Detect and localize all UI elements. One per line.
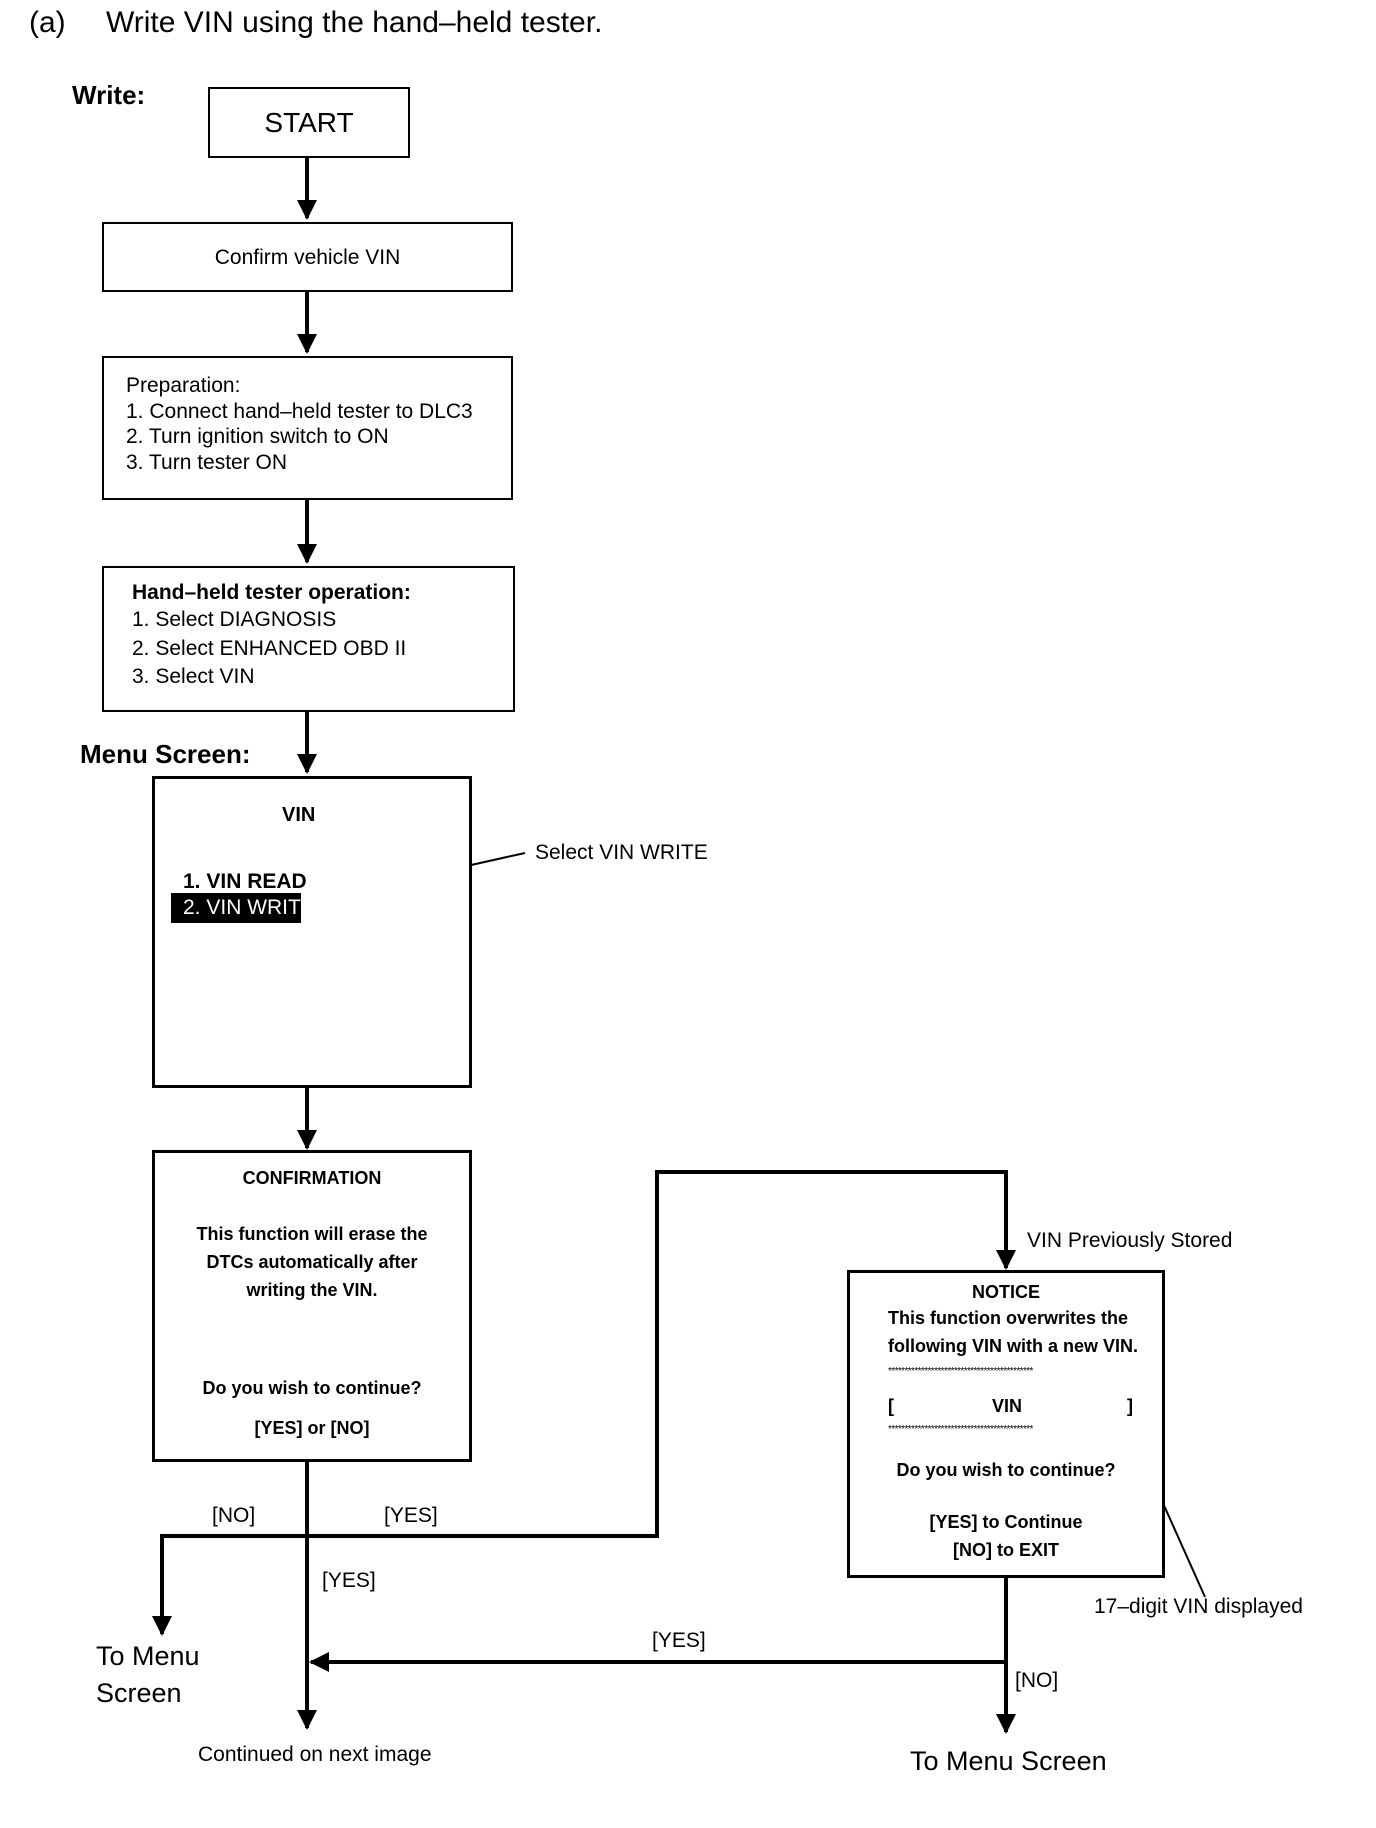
continued-next-image: Continued on next image <box>198 1743 432 1766</box>
menu-item-vin-read: 1. VIN READ <box>183 870 307 893</box>
menu-screen-node: VIN 1. VIN READ 2. VIN WRITE <box>152 776 472 1088</box>
arrow-yes-to-notice <box>307 1170 1016 1538</box>
to-menu-left-line1: To Menu <box>96 1641 200 1671</box>
to-menu-right: To Menu Screen <box>910 1746 1107 1776</box>
section-index: (a) <box>29 6 66 39</box>
notice-body-2: following VIN with a new VIN. <box>888 1336 1139 1356</box>
notice-no-down-label: [NO] <box>1015 1669 1059 1692</box>
write-label: Write: <box>72 80 146 110</box>
arrow-no-to-menu-left <box>152 1534 307 1636</box>
confirmation-question: Do you wish to continue? <box>202 1378 422 1398</box>
tester-operation-node: Hand–held tester operation: 1. Select DI… <box>102 566 515 712</box>
confirm-vin-node: Confirm vehicle VIN <box>102 222 513 292</box>
callout-17-digit-vin: 17–digit VIN displayed <box>1094 1595 1303 1618</box>
confirmation-body-2: DTCs automatically after <box>206 1252 418 1272</box>
branch-yes-label: [YES] <box>384 1504 438 1527</box>
tester-step-3: 3. Select VIN <box>132 665 255 688</box>
confirmation-options: [YES] or [NO] <box>254 1418 370 1438</box>
notice-bracket-left: [ <box>888 1396 894 1416</box>
preparation-title: Preparation: <box>126 374 241 397</box>
tester-operation-title: Hand–held tester operation: <box>132 581 411 604</box>
notice-body-1: This function overwrites the <box>888 1308 1129 1328</box>
notice-question: Do you wish to continue? <box>896 1460 1116 1480</box>
menu-title: VIN <box>282 804 316 826</box>
branch-yes-down-label: [YES] <box>322 1569 376 1592</box>
notice-vin: VIN <box>992 1396 1023 1416</box>
notice-node: NOTICE This function overwrites the foll… <box>847 1270 1165 1578</box>
vin-previously-stored-label: VIN Previously Stored <box>1027 1229 1233 1252</box>
preparation-node: Preparation: 1. Connect hand–held tester… <box>102 356 513 500</box>
confirmation-title: CONFIRMATION <box>242 1168 382 1188</box>
notice-bracket-right: ] <box>1127 1396 1133 1416</box>
branch-no-label: [NO] <box>212 1504 256 1527</box>
notice-title: NOTICE <box>971 1282 1040 1302</box>
preparation-step-1: 1. Connect hand–held tester to DLC3 <box>126 400 473 423</box>
start-node: START <box>208 87 410 158</box>
callout-select-vin-write: Select VIN WRITE <box>535 841 708 864</box>
notice-yes-back-label: [YES] <box>652 1629 706 1652</box>
start-label: START <box>264 107 354 138</box>
preparation-step-3: 3. Turn tester ON <box>126 451 288 474</box>
menu-item-vin-write: 2. VIN WRITE <box>171 893 315 923</box>
confirmation-body-3: writing the VIN. <box>246 1280 378 1300</box>
confirm-vin-label: Confirm vehicle VIN <box>214 246 401 269</box>
notice-stars-bottom: ****************************************… <box>888 1425 1033 1435</box>
menu-screen-label: Menu Screen: <box>80 739 251 769</box>
tester-step-2: 2. Select ENHANCED OBD II <box>132 637 407 660</box>
to-menu-left-line2: Screen <box>96 1678 182 1708</box>
confirmation-node: CONFIRMATION This function will erase th… <box>152 1150 472 1462</box>
notice-stars-top: ****************************************… <box>888 1367 1033 1377</box>
confirmation-body-1: This function will erase the <box>196 1224 428 1244</box>
preparation-step-2: 2. Turn ignition switch to ON <box>126 425 389 448</box>
notice-no-option: [NO] to EXIT <box>953 1540 1059 1560</box>
tester-step-1: 1. Select DIAGNOSIS <box>132 608 337 631</box>
page-title: Write VIN using the hand–held tester. <box>106 6 603 39</box>
notice-yes-option: [YES] to Continue <box>929 1512 1083 1532</box>
